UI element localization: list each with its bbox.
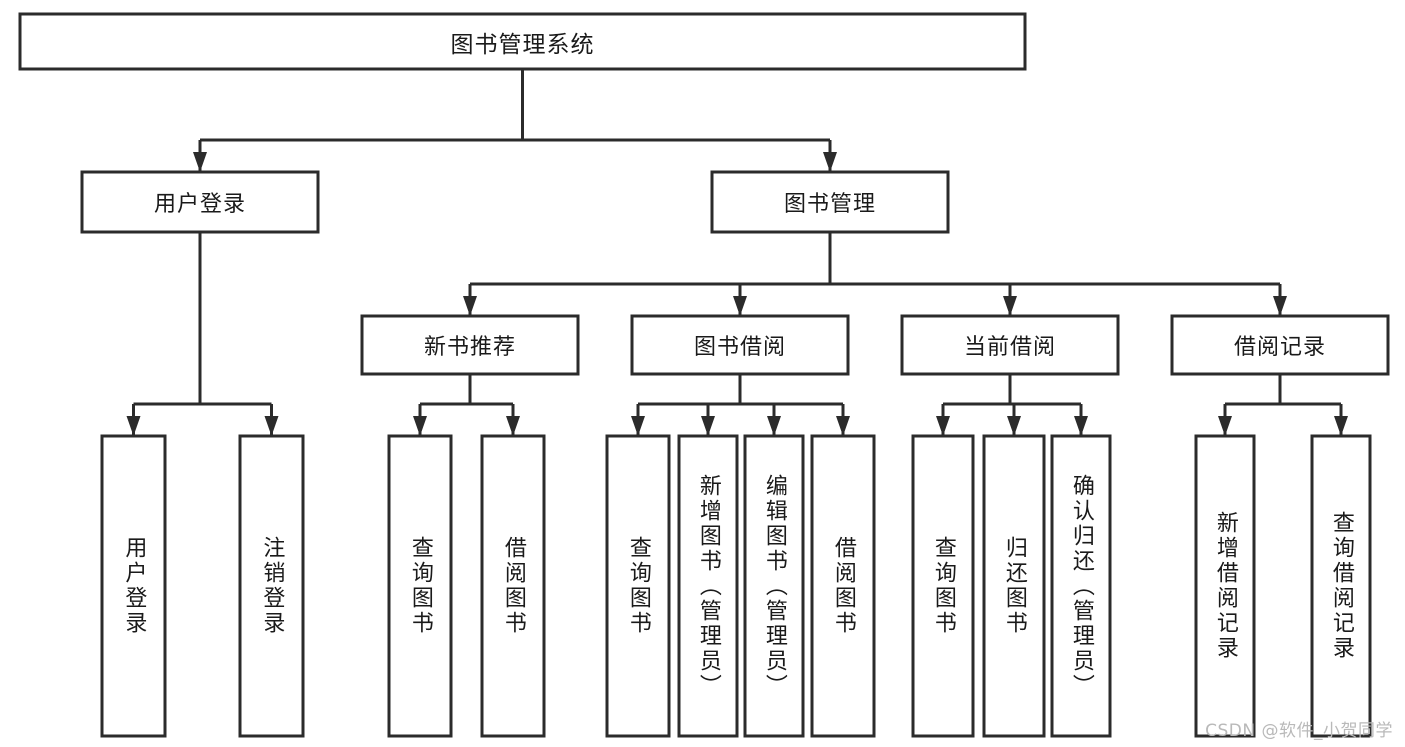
watermark-text: CSDN @软件_小贺同学 [1205,721,1393,741]
node-layer [18,12,1390,738]
node-box-leaf-confirm-return-admin [1050,434,1112,738]
arrow-head-icon-leaf-add-borrow-record [1218,416,1232,436]
arrow-head-icon-leaf-query-borrow-record [1334,416,1348,436]
node-box-borrow-record [1170,314,1390,376]
arrow-head-icon-leaf-edit-book-admin [767,416,781,436]
node-box-leaf-borrow-book-recommend [480,434,546,738]
node-box-leaf-return-book [982,434,1046,738]
arrow-head-icon-book-borrow [733,296,747,316]
node-box-user-login [80,170,320,234]
arrow-head-icon-leaf-borrow-book-recommend [506,416,520,436]
arrow-head-icon-leaf-add-book-admin [701,416,715,436]
node-box-book-management [710,170,950,234]
arrow-head-icon-user-login [193,152,207,172]
node-box-new-book-recommend [360,314,580,376]
node-box-leaf-logout [238,434,305,738]
node-box-leaf-add-borrow-record [1194,434,1256,738]
node-box-book-borrow [630,314,850,376]
arrow-head-icon-leaf-logout [264,416,279,436]
node-box-current-borrow [900,314,1120,376]
node-box-leaf-edit-book-admin [743,434,805,738]
node-box-leaf-query-book-current [911,434,975,738]
node-box-leaf-add-book-admin [677,434,739,738]
node-box-leaf-query-book-recommend [387,434,453,738]
arrow-head-icon-leaf-query-book-recommend [413,416,427,436]
arrow-head-icon-borrow-record [1273,296,1287,316]
arrow-head-icon-leaf-user-login [126,416,141,436]
node-box-leaf-user-login [100,434,167,738]
node-box-leaf-borrow-book [810,434,876,738]
arrow-head-icon-book-management [823,152,837,172]
arrow-head-icon-leaf-confirm-return-admin [1074,416,1088,436]
node-box-root [18,12,1027,71]
arrow-head-icon-leaf-query-book-borrow [631,416,645,436]
node-box-leaf-query-book-borrow [605,434,671,738]
arrow-head-icon-current-borrow [1003,296,1017,316]
arrow-head-icon-new-book-recommend [463,296,477,316]
node-box-leaf-query-borrow-record [1310,434,1372,738]
arrow-head-icon-leaf-query-book-current [936,416,950,436]
connector-layer [126,69,1348,436]
arrow-head-icon-leaf-return-book [1007,416,1021,436]
arrow-head-icon-leaf-borrow-book [836,416,850,436]
